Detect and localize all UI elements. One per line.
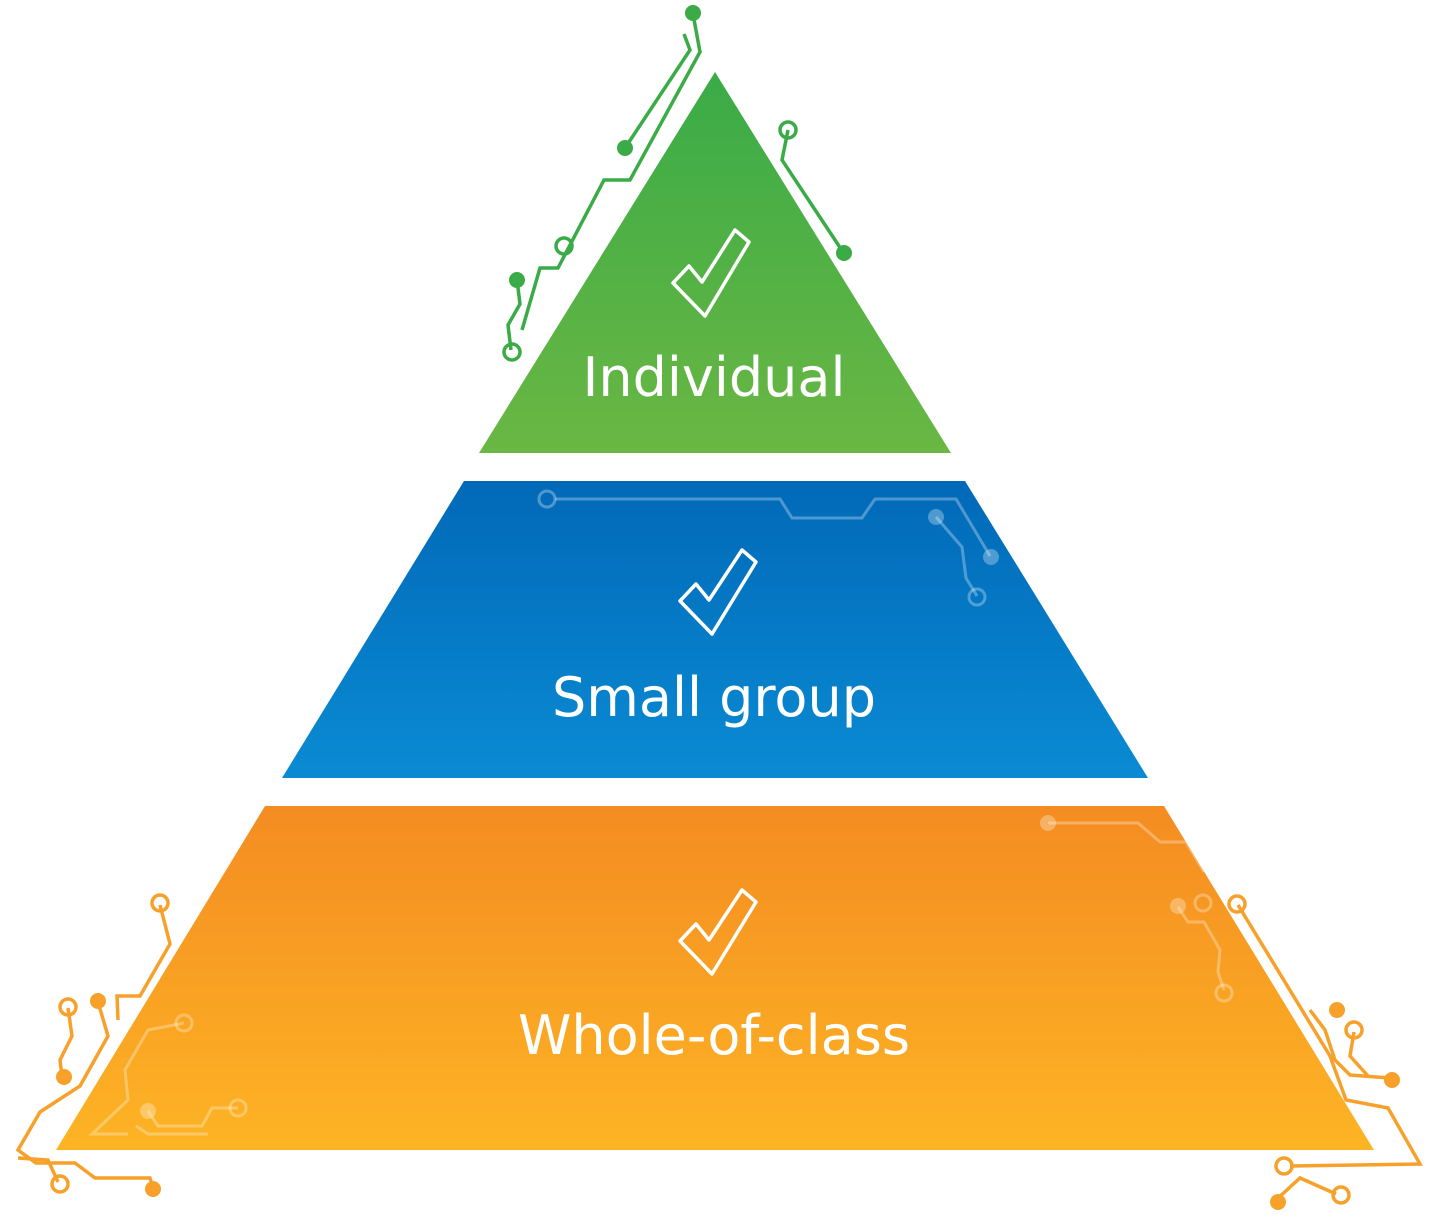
tier-small-group: Small group (282, 481, 1148, 778)
orange-circuit-decoration (15, 893, 1423, 1205)
tier-whole-of-class-label: Whole-of-class (518, 1004, 910, 1067)
blue-circuit-dots (928, 509, 999, 565)
orange-inner-circuit-decoration (88, 821, 1234, 1136)
green-circuit-decoration (502, 13, 845, 362)
check-icon (678, 888, 758, 976)
orange-circuit-dots (56, 993, 1400, 1210)
blue-circuit-decoration (537, 489, 992, 607)
check-icon (671, 228, 751, 318)
tier-whole-of-class-shape (56, 806, 1374, 1150)
tier-whole-of-class: Whole-of-class (56, 806, 1374, 1150)
tier-individual: Individual (479, 72, 951, 453)
check-icon (678, 548, 758, 636)
green-circuit-dots (509, 5, 852, 288)
tier-small-group-label: Small group (552, 666, 876, 729)
orange-inner-circuit-dots (140, 815, 1186, 1119)
tier-individual-label: Individual (583, 346, 846, 409)
